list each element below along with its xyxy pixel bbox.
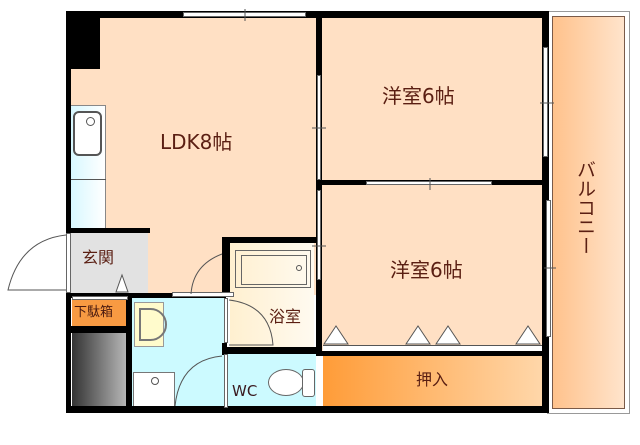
western-room-1-label: 洋室6帖 (382, 84, 455, 108)
door-ldk-wash[interactable] (172, 292, 234, 297)
toilet-label: WC (232, 382, 258, 400)
door-ldk-room2[interactable] (317, 190, 321, 280)
toilet-icon (268, 369, 304, 396)
bathroom-label: 浴室 (269, 307, 302, 326)
door-room1-room2[interactable] (366, 181, 492, 185)
wall-bottom (66, 406, 549, 413)
shoe-box-label: 下駄箱 (74, 305, 114, 320)
closet-label: 押入 (416, 370, 449, 389)
wall-wash-left (126, 293, 132, 413)
balcony-label: バルコニー (574, 160, 596, 255)
washing-machine-icon (133, 372, 175, 408)
wall-left-upper (66, 11, 71, 413)
ldk-label: LDK8帖 (160, 130, 233, 154)
door-wash-bath[interactable] (224, 298, 228, 343)
closet (323, 354, 543, 406)
wall-bath-top (222, 237, 320, 243)
wall-bath-left (222, 237, 230, 293)
wall-shoebox-bottom (66, 326, 132, 333)
shoe-box (72, 300, 128, 326)
wall-entrance-bottom (66, 293, 132, 298)
wall-closet-top (316, 351, 548, 356)
door-wash-wc[interactable] (224, 354, 228, 408)
storage-dark (72, 333, 128, 406)
bathroom (230, 243, 314, 348)
window-right-room1[interactable] (543, 47, 548, 157)
toilet-tank-icon (302, 369, 315, 397)
entrance-step (72, 296, 128, 300)
entrance (68, 232, 148, 295)
wall-bath-bottom (222, 347, 320, 354)
wall-top (66, 11, 549, 18)
wall-entrance-top (66, 228, 150, 233)
washbasin-icon (134, 302, 167, 347)
kitchen-divider (70, 179, 106, 180)
balcony (547, 11, 630, 414)
wall-wash-right (222, 343, 227, 355)
western-room-2 (320, 183, 547, 353)
wall-corner-pillar (66, 11, 100, 69)
western-room-1 (320, 13, 547, 183)
entrance-label: 玄関 (82, 248, 115, 267)
entrance-door-frame[interactable] (66, 233, 71, 293)
bathtub-icon (235, 250, 311, 288)
wall-right (542, 11, 549, 413)
sink-drain-icon (86, 117, 95, 126)
western-room-2-label: 洋室6帖 (390, 258, 463, 282)
